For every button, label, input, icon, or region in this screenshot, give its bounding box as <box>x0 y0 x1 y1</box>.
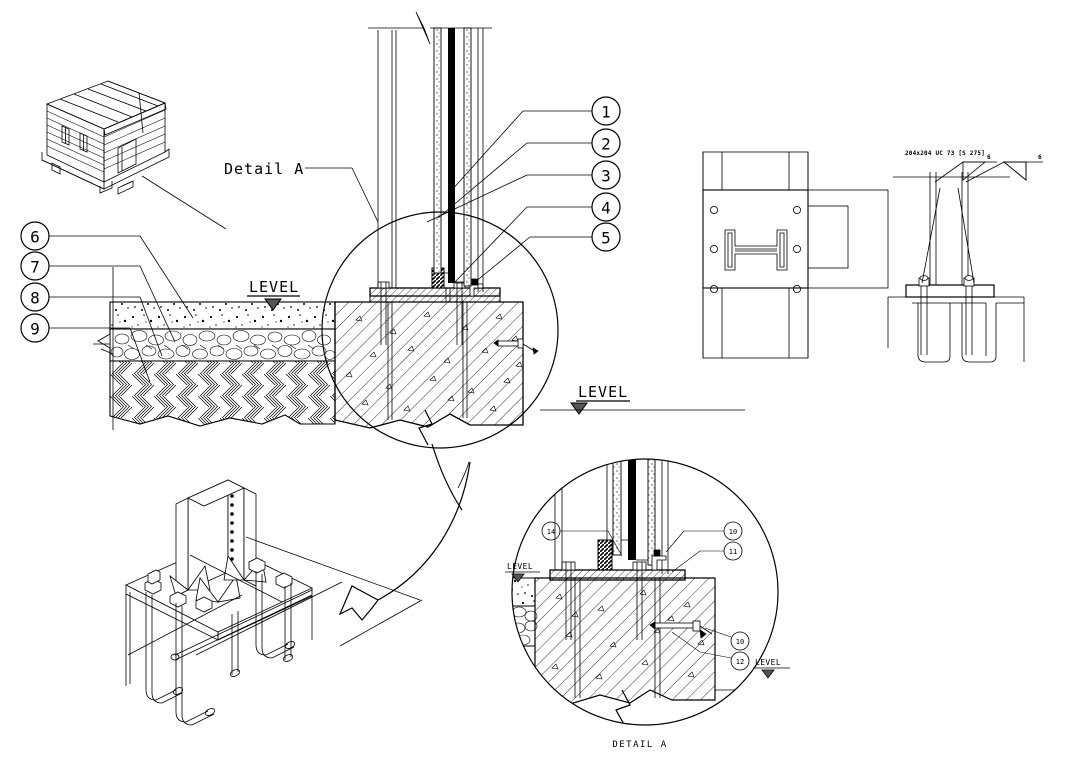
foundation-concrete-hatch <box>334 301 524 429</box>
bolt-hole <box>793 284 802 293</box>
callout-bubble-1[interactable]: 1 <box>449 96 621 193</box>
detail-level-marker-left: LEVEL <box>505 562 540 583</box>
callout-bubble-8[interactable]: 8 <box>20 282 163 357</box>
detail-level-right-label: LEVEL <box>755 658 781 667</box>
detail-column-grout <box>597 539 613 571</box>
foundation-break-symbol <box>418 409 433 446</box>
concrete-aggregate-marks <box>345 311 523 412</box>
weld-symbol-left: 6 <box>934 154 997 183</box>
bolt-hole <box>710 284 719 293</box>
callout-bubble-6[interactable]: 6 <box>20 221 194 319</box>
detail-callout-12-number: 12 <box>736 658 744 666</box>
anchor-bolt-nuts-iso <box>144 557 293 613</box>
weld-note-right: 6 <box>1038 154 1042 161</box>
detail-a-caption: DETAIL A <box>612 740 667 750</box>
detail-anchor-bolts <box>561 561 647 640</box>
concrete-foundation-section <box>334 301 539 446</box>
bolt-holes-plan <box>710 205 802 293</box>
callout-bubble-4-number: 4 <box>601 199 611 218</box>
base-plate-elevation-view: 204x204 UC 73 [S 275] <box>887 150 1043 363</box>
compacted-soil-layer <box>109 360 336 427</box>
detail-callout-12[interactable]: 12 <box>671 631 750 671</box>
weld-note-left: 6 <box>987 154 991 161</box>
base-plate-plan-view <box>702 151 889 359</box>
callout-bubble-3-number: 3 <box>601 167 611 186</box>
timber-house-isometric <box>41 80 227 230</box>
callout-bubble-6-number: 6 <box>30 228 40 247</box>
detail-callout-11[interactable]: 11 <box>671 541 743 573</box>
detail-foundation-concrete <box>534 577 716 705</box>
level-marker-upper: LEVEL <box>247 278 300 311</box>
sheathing-layer <box>463 27 472 287</box>
bolt-hole <box>793 244 802 253</box>
anchor-bolts-elevation <box>918 275 975 355</box>
grout-bed <box>369 295 501 303</box>
bolt-hole <box>710 244 719 253</box>
callout-bubble-9[interactable]: 9 <box>20 313 151 383</box>
detail-callout-10a[interactable]: 10 <box>665 521 743 553</box>
callout-bubble-2[interactable]: 2 <box>437 128 621 219</box>
bolt-hole <box>793 205 802 214</box>
detail-a-callout-circle <box>321 211 559 449</box>
detail-level-left-label: LEVEL <box>507 562 533 571</box>
detail-callout-14[interactable]: 14 <box>541 521 623 557</box>
gravel-stones <box>110 330 336 360</box>
bolt-hole <box>710 205 719 214</box>
left-edge-break <box>93 302 114 361</box>
detail-callout-10b-number: 10 <box>736 638 744 646</box>
callout-bubble-3[interactable]: 3 <box>426 160 621 223</box>
level-marker-lower-label: LEVEL <box>578 383 628 401</box>
wall-column-riser <box>368 11 492 292</box>
callout-bubble-2-number: 2 <box>601 135 611 154</box>
base-plate <box>369 287 501 297</box>
detail-callout-10a-number: 10 <box>729 528 737 536</box>
callout-bubble-7[interactable]: 7 <box>20 251 176 343</box>
anchor-bolt-right <box>453 281 466 345</box>
anchor-rods-iso <box>145 571 296 726</box>
detail-base-plate <box>549 569 686 581</box>
callout-bubble-1-number: 1 <box>601 103 611 122</box>
steel-section-label: 204x204 UC 73 [S 275] <box>905 150 985 157</box>
ground-strata-section <box>93 301 336 427</box>
callout-group-left: 6 7 8 9 <box>20 221 194 430</box>
detail-callout-14-number: 14 <box>547 528 555 536</box>
detail-callout-10b[interactable]: 10 <box>704 627 750 651</box>
house-leader-line <box>141 175 227 230</box>
board-layer <box>433 27 442 274</box>
weld-symbol-right: 6 <box>965 154 1043 183</box>
rebar-cage-isometric <box>125 479 423 726</box>
detail-a-boundary-circle <box>511 458 779 726</box>
side-anchor-bolt <box>493 338 539 355</box>
callout-bubble-4[interactable]: 4 <box>454 192 621 283</box>
callout-bubble-8-number: 8 <box>30 289 40 308</box>
level-marker-lower: LEVEL <box>540 383 745 415</box>
insulation-core <box>448 28 455 283</box>
detail-a-label: Detail A <box>224 160 304 178</box>
detail-a-label-group: Detail A <box>224 160 379 223</box>
detail-side-anchor <box>649 620 713 639</box>
iso-section-indicator-lines <box>127 536 423 656</box>
column-break-symbol <box>415 11 431 45</box>
level-marker-upper-label: LEVEL <box>249 278 299 296</box>
detail-level-marker-right: LEVEL <box>753 658 790 679</box>
curved-arrow <box>338 461 471 621</box>
callout-group-right: 1 2 3 4 5 <box>426 96 621 284</box>
detail-a-enlarged-view: LEVEL LEVEL DETAIL A 14 10 11 <box>505 458 790 750</box>
callout-bubble-5-number: 5 <box>601 229 611 248</box>
foundation-vertical-bars <box>387 302 468 420</box>
callout-bubble-9-number: 9 <box>30 320 40 339</box>
callout-bubble-5[interactable]: 5 <box>473 222 621 284</box>
callout-bubble-7-number: 7 <box>30 258 40 277</box>
detail-callout-11-number: 11 <box>729 548 737 556</box>
column-i-section-plan <box>724 229 788 271</box>
